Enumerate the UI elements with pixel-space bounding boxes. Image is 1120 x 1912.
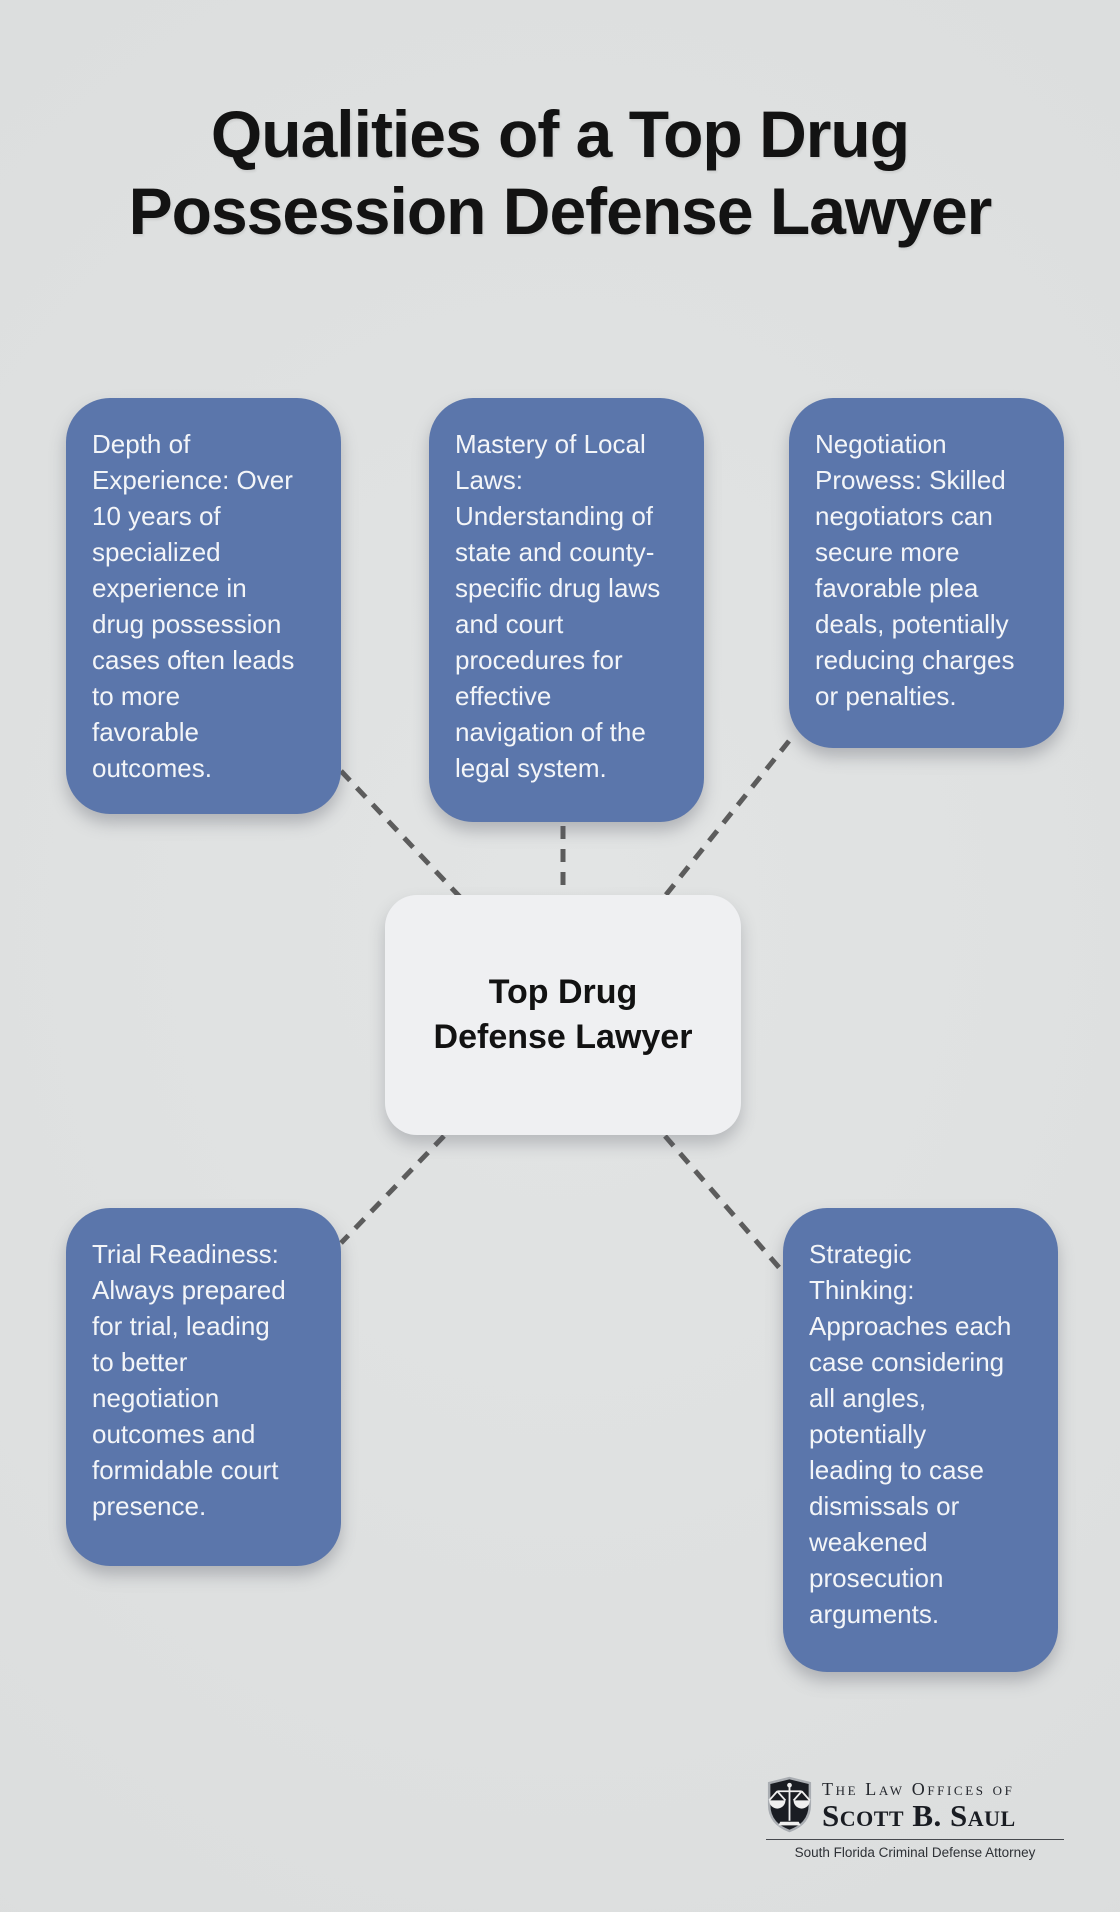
logo-tagline: South Florida Criminal Defense Attorney — [794, 1845, 1036, 1860]
title-line-2: Possession Defense Lawyer — [128, 173, 993, 248]
connector-center-to-strategic — [663, 1134, 785, 1274]
quality-card-depth-of-experience: Depth of Experience: Over 10 years of sp… — [66, 398, 341, 814]
logo-row: The Law Offices of Scott B. Saul — [766, 1776, 1064, 1833]
logo-firm-prefix: The Law Offices of — [822, 1778, 1015, 1799]
center-node: Top Drug Defense Lawyer — [385, 895, 741, 1135]
quality-card-negotiation-prowess: Negotiation Prowess: Skilled negotiators… — [789, 398, 1064, 748]
center-node-label: Top Drug Defense Lawyer — [433, 973, 693, 1056]
quality-card-trial-readiness: Trial Readiness: Always prepared for tri… — [66, 1208, 341, 1566]
firm-logo: The Law Offices of Scott B. Saul South F… — [766, 1776, 1064, 1860]
quality-card-text: Negotiation Prowess: Skilled negotiators… — [815, 429, 1015, 711]
quality-card-mastery-of-local-laws: Mastery of Local Laws: Understanding of … — [429, 398, 704, 822]
quality-card-text: Strategic Thinking: Approaches each case… — [809, 1239, 1012, 1629]
logo-divider — [766, 1839, 1064, 1840]
quality-card-strategic-thinking: Strategic Thinking: Approaches each case… — [783, 1208, 1058, 1672]
connector-center-to-trial — [339, 1134, 446, 1245]
scales-of-justice-shield-icon — [767, 1776, 812, 1833]
quality-card-text: Trial Readiness: Always prepared for tri… — [92, 1239, 286, 1521]
logo-firm-name: Scott B. Saul — [822, 1797, 1016, 1833]
quality-card-text: Depth of Experience: Over 10 years of sp… — [92, 429, 295, 783]
page-title: Qualities of a Top Drug Possession Defen… — [0, 96, 1120, 249]
logo-text-block: The Law Offices of Scott B. Saul — [822, 1779, 1016, 1831]
title-line-1: Qualities of a Top Drug — [210, 97, 910, 171]
quality-card-text: Mastery of Local Laws: Understanding of … — [455, 429, 661, 783]
